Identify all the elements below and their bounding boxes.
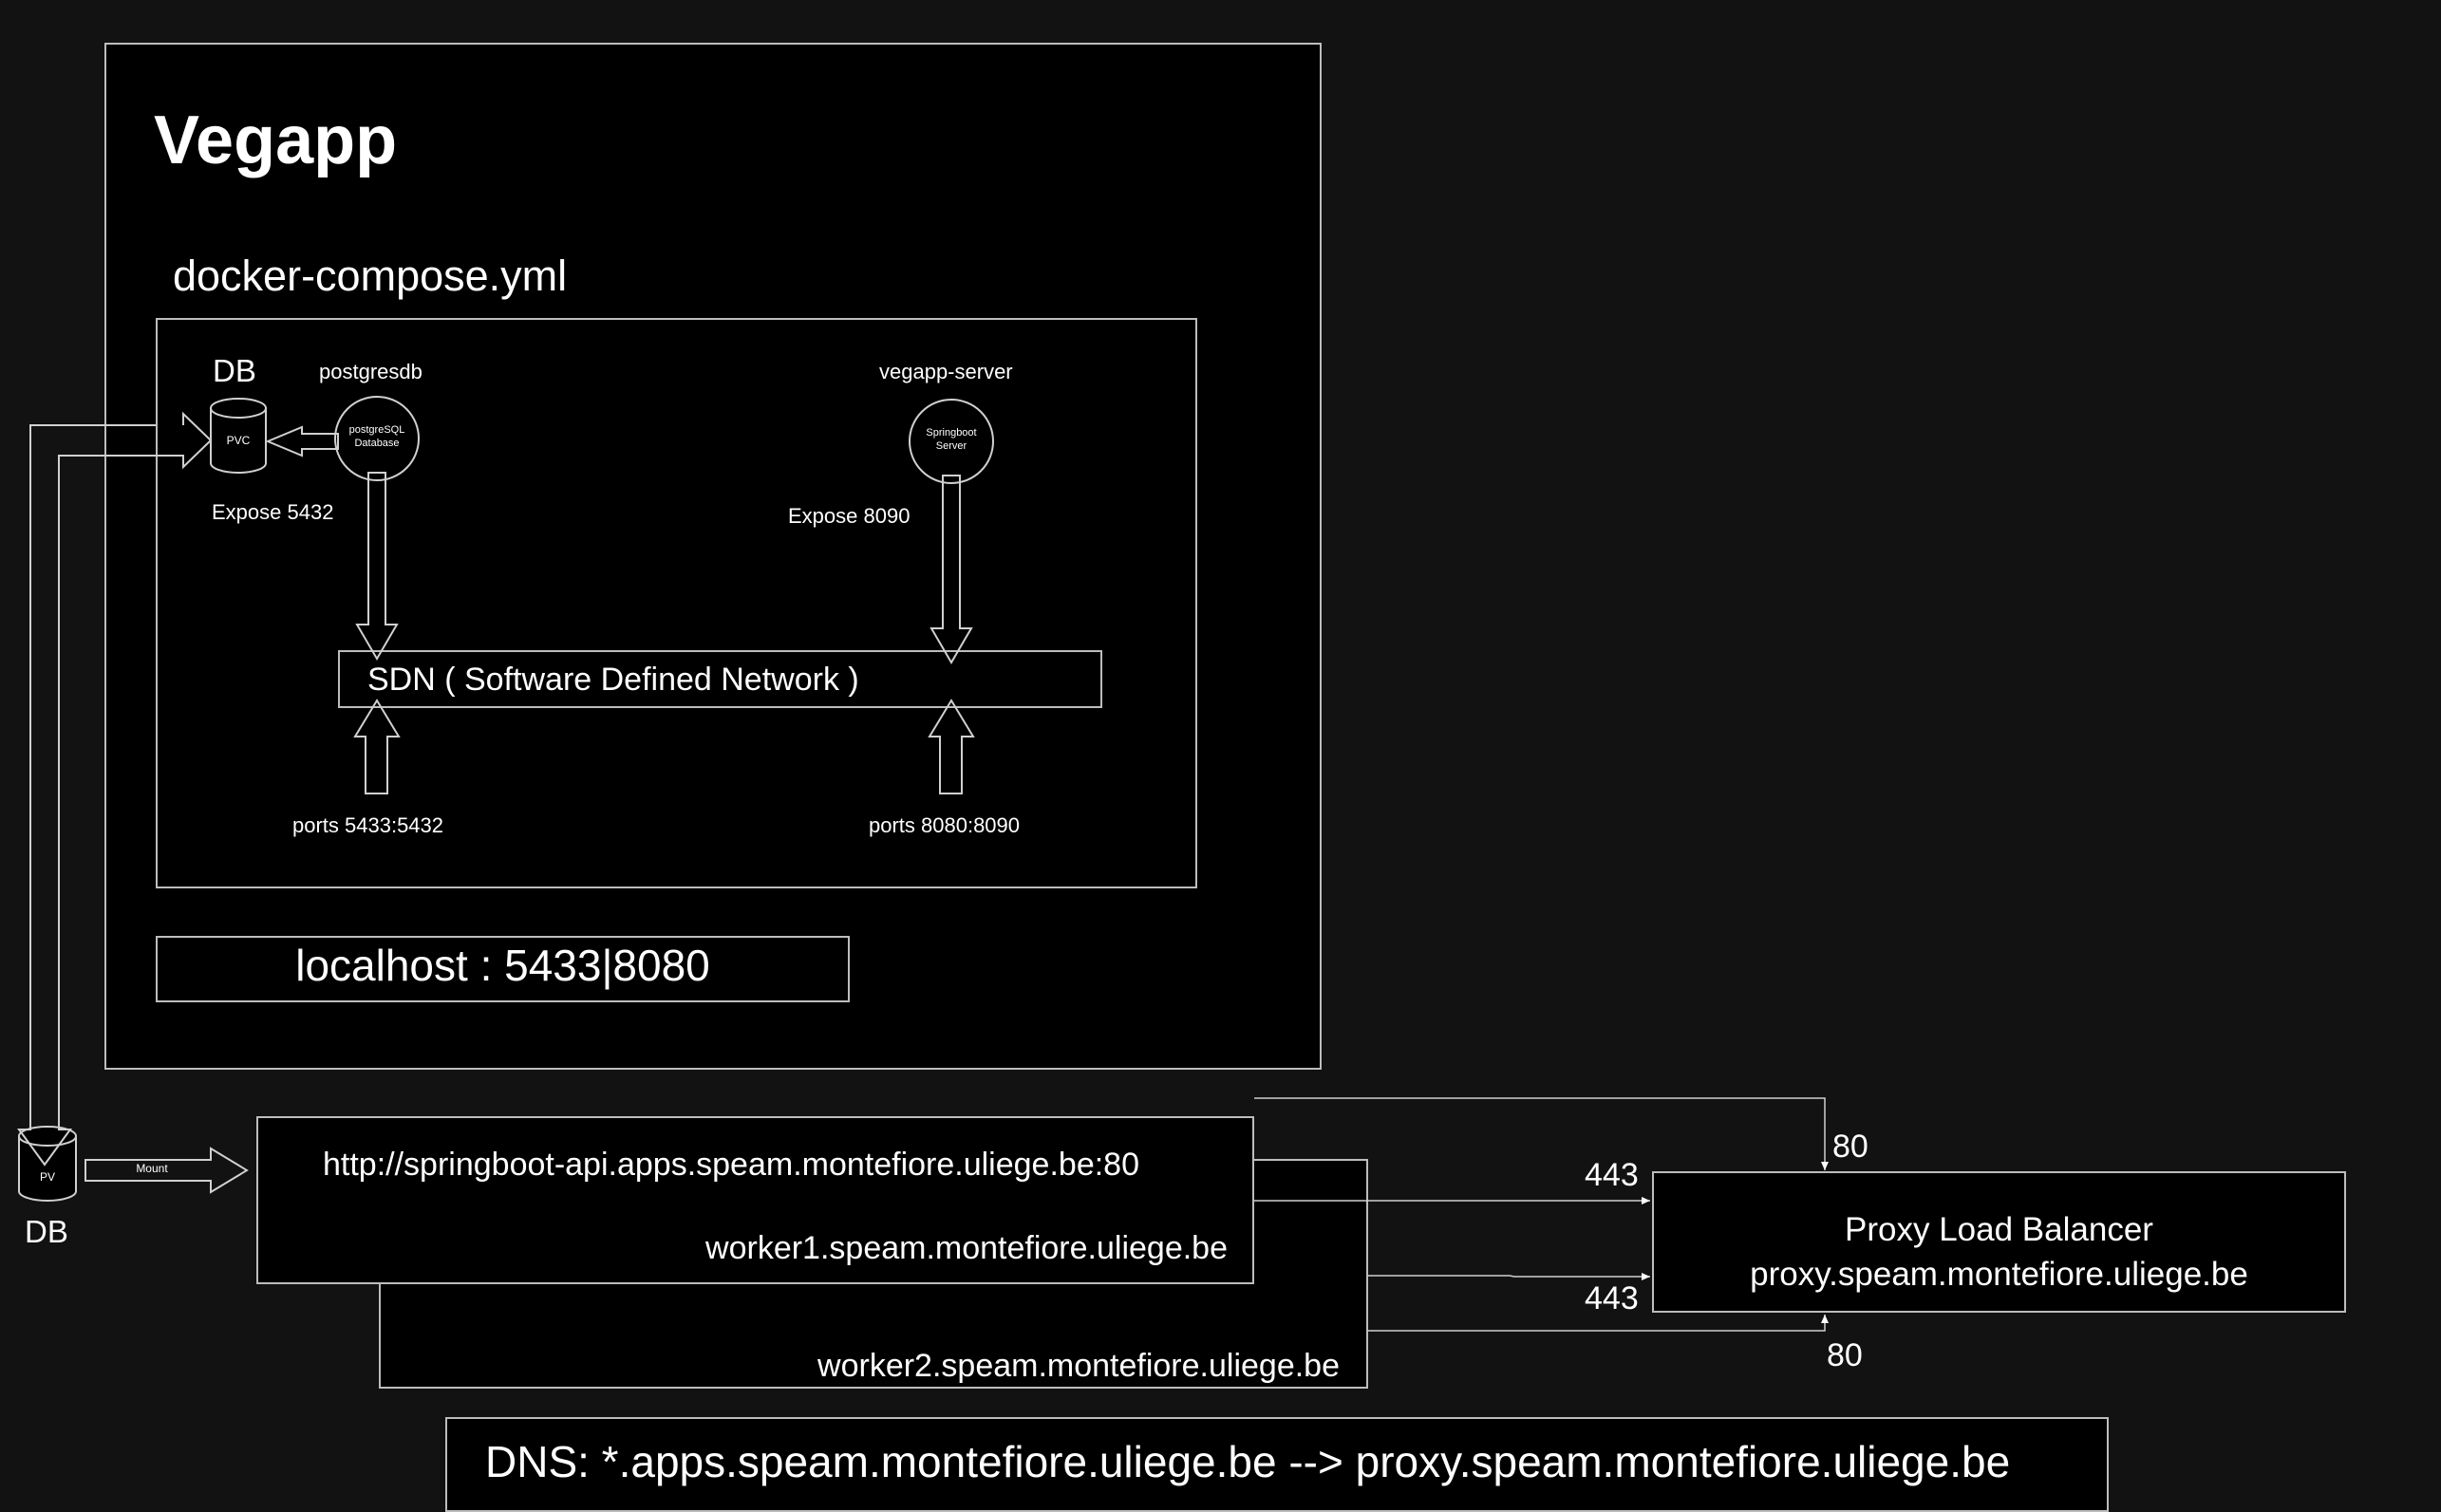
postgres-to-pvc-arrow	[265, 425, 339, 457]
port-80-bottom-label: 80	[1827, 1337, 1863, 1373]
dns-label: DNS: *.apps.speam.montefiore.uliege.be -…	[485, 1437, 2011, 1486]
port-443-bottom-label: 443	[1585, 1280, 1639, 1316]
vegapp-title: Vegapp	[154, 103, 398, 178]
localhost-box	[156, 936, 850, 1002]
postgres-to-sdn-arrow	[355, 472, 399, 661]
mount-label: Mount	[136, 1162, 168, 1175]
db-label-top: DB	[213, 353, 256, 388]
ports-8080-arrow	[928, 699, 975, 794]
port-80-top-label: 80	[1832, 1129, 1868, 1165]
proxy-host-label: proxy.speam.montefiore.uliege.be	[1750, 1256, 2248, 1293]
pv-label: PV	[39, 1170, 55, 1184]
pv-cylinder-icon	[18, 1126, 77, 1202]
localhost-label: localhost : 5433|8080	[295, 941, 710, 990]
worker2-host-label: worker2.speam.montefiore.uliege.be	[817, 1348, 1340, 1384]
server-to-sdn-arrow	[929, 475, 973, 664]
docker-compose-label: docker-compose.yml	[173, 252, 568, 300]
worker1-host-label: worker1.speam.montefiore.uliege.be	[705, 1230, 1228, 1266]
link-443-bottom	[1368, 1273, 1650, 1280]
dns-box	[445, 1417, 2109, 1512]
link-80-bottom	[1368, 1315, 1829, 1332]
docker-compose-box	[156, 318, 1197, 888]
proxy-title-label: Proxy Load Balancer	[1845, 1211, 2153, 1248]
pvc-cylinder-icon	[210, 398, 267, 474]
db-label-bottom: DB	[25, 1214, 68, 1249]
ports-8080-label: ports 8080:8090	[869, 813, 1021, 837]
worker1-box	[256, 1116, 1254, 1284]
ports-5433-label: ports 5433:5432	[292, 813, 444, 837]
postgres-circle	[334, 396, 420, 481]
vegapp-server-label: vegapp-server	[879, 360, 1013, 383]
ports-5433-arrow	[353, 699, 401, 794]
pvc-label: PVC	[226, 434, 251, 447]
link-80-top	[1254, 1097, 1829, 1170]
expose-8090-label: Expose 8090	[788, 504, 911, 528]
pvc-pv-link-arrow	[17, 411, 213, 1167]
expose-5432-label: Expose 5432	[212, 500, 334, 524]
springboot-circle	[909, 399, 994, 484]
sdn-label: SDN ( Software Defined Network )	[367, 662, 859, 698]
postgresdb-label: postgresdb	[319, 360, 422, 383]
worker1-url-label: http://springboot-api.apps.speam.montefi…	[323, 1147, 1139, 1183]
proxy-box	[1652, 1171, 2346, 1313]
postgres-circle-label: postgreSQL Database	[348, 424, 405, 450]
springboot-circle-label: Springboot Server	[926, 427, 977, 453]
port-443-top-label: 443	[1585, 1157, 1639, 1193]
sdn-box	[338, 650, 1102, 708]
mount-arrow	[84, 1147, 249, 1194]
